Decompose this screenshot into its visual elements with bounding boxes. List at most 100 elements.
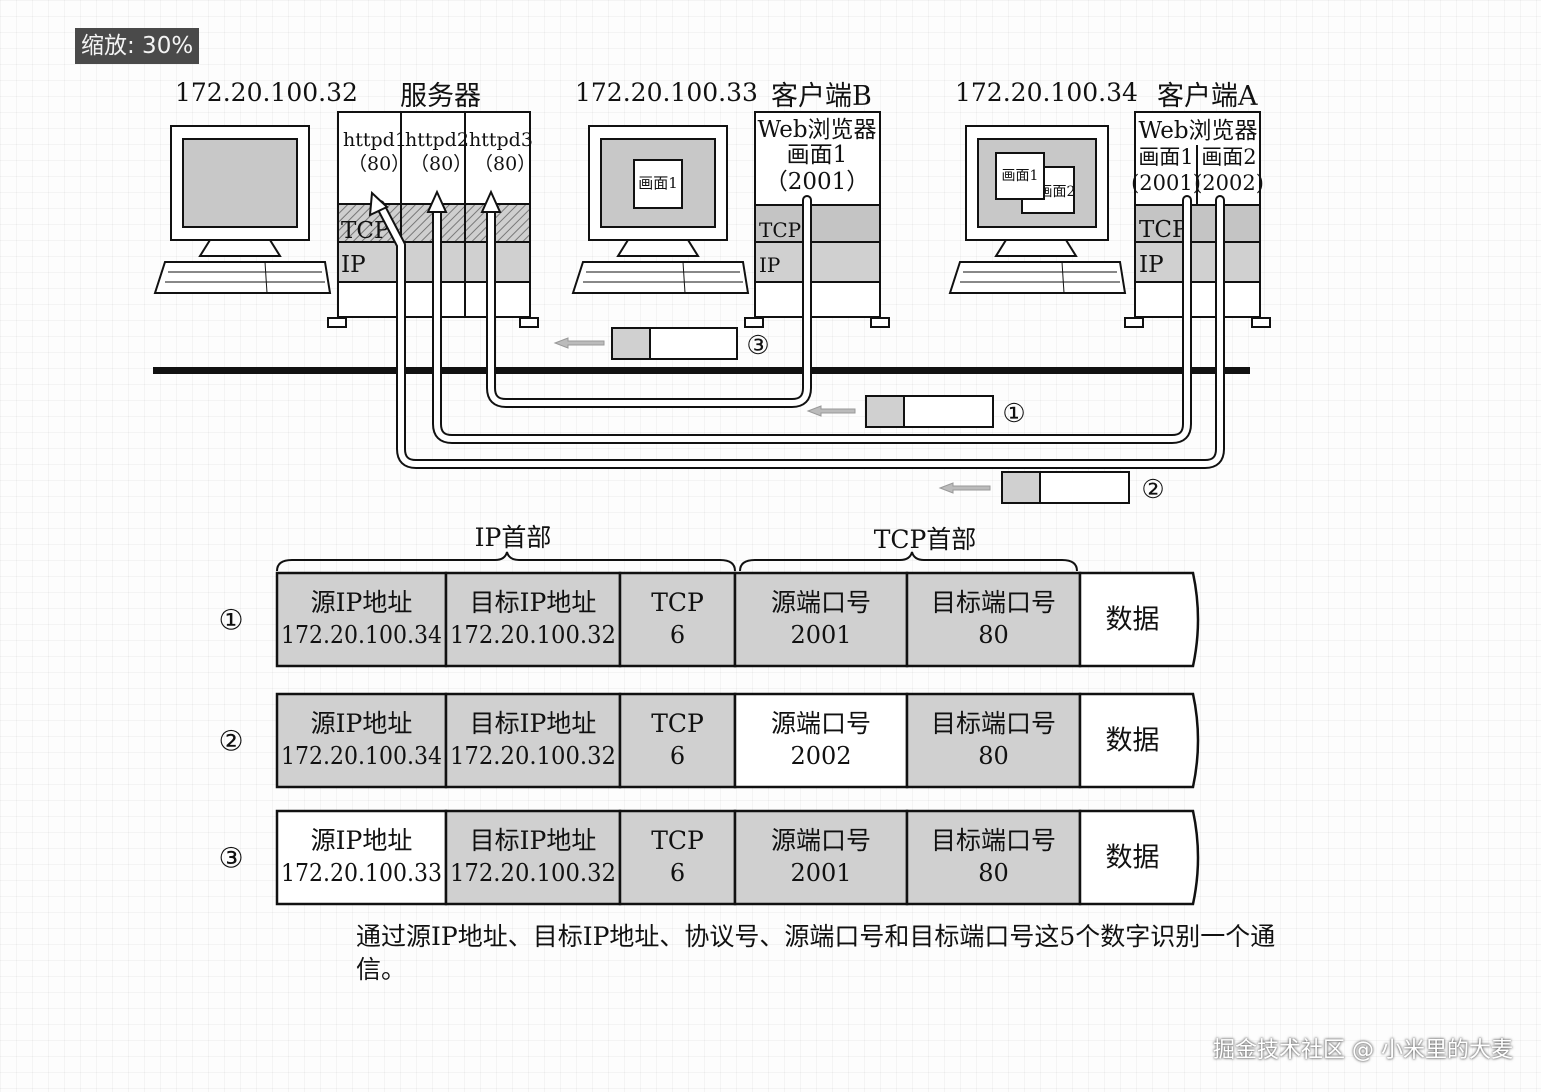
packet-1-icon: ① — [806, 395, 1026, 429]
packet-cell-label: 数据 — [1106, 605, 1160, 636]
packet-1-mark: ① — [1002, 399, 1025, 429]
packet-cell: 目标IP地址 172.20.100.32 — [444, 571, 622, 668]
ip-header-bracket — [276, 551, 736, 572]
packet-cell-label: 目标IP地址 — [470, 588, 597, 617]
zoom-level-badge: 缩放: 30% — [75, 28, 200, 64]
server-process-httpd3: httpd3 — [469, 129, 533, 151]
packet-cell-value: 80 — [978, 742, 1009, 770]
packet-row-3: ③源IP地址172.20.100.33目标IP地址172.20.100.32TC… — [218, 809, 1200, 906]
watermark: 掘金技术社区 @ 小米里的大麦 — [1213, 1038, 1513, 1063]
client-b-ip-label: IP — [759, 253, 780, 277]
packet-cell-label: TCP — [651, 709, 704, 738]
packet-cell-value: 172.20.100.33 — [281, 859, 442, 887]
computer-client-b-icon: 画面1 — [571, 125, 750, 294]
packet-cell-label: TCP — [651, 588, 704, 617]
client-a-screen-2-label: 画面2 — [1201, 145, 1256, 169]
client-b-app-label: Web浏览器 — [757, 117, 876, 143]
packet-cell-value: 2002 — [790, 742, 851, 770]
connection-paths — [375, 195, 1225, 469]
packet-cell-value: 172.20.100.34 — [281, 742, 442, 770]
client-a-window-1-label: 画面1 — [1002, 168, 1039, 184]
network-bus-line — [153, 367, 1250, 374]
client-b-tcp-label: TCP — [759, 218, 801, 242]
computer-client-a-icon: 画面2 画面1 — [948, 125, 1127, 294]
ip-header-label: IP首部 — [475, 523, 552, 552]
arrow-heads — [368, 189, 502, 217]
client-a-screen-1-label: 画面1 — [1138, 145, 1193, 169]
packet-cell: 源IP地址 172.20.100.33 — [275, 809, 448, 906]
packet-cell-value: 6 — [670, 621, 685, 649]
packet-row-1: ①源IP地址172.20.100.34目标IP地址172.20.100.32TC… — [218, 571, 1200, 668]
client-b-ip-layer — [754, 241, 881, 283]
packet-cell-label: 源IP地址 — [311, 588, 413, 617]
tcp-header-label: TCP首部 — [874, 525, 977, 554]
tcp-header-bracket — [739, 551, 1078, 572]
client-b-window-label: 画面1 — [638, 174, 678, 192]
packet-cell-label: 目标端口号 — [931, 709, 1056, 738]
packet-cell: 源端口号 2001 — [733, 571, 909, 668]
packet-cell-value: 172.20.100.32 — [450, 742, 616, 770]
client-a-port-1-label: (2001) — [1131, 171, 1201, 195]
network-diagram: 画面1 画面2 画面1 TCP IP httpd1 （80） httpd2 （8… — [153, 111, 1271, 505]
packet-3-icon: ③ — [553, 327, 770, 361]
packet-row-mark: ② — [218, 725, 243, 758]
packet-cell-label: 源端口号 — [771, 826, 871, 855]
packet-cell: 源端口号 2001 — [733, 809, 909, 906]
client-a-window-1 — [995, 152, 1045, 200]
packet-cell: 源IP地址 172.20.100.34 — [275, 692, 448, 789]
header-brackets: IP首部 TCP首部 — [276, 523, 1078, 572]
server-port-httpd2: （80） — [410, 153, 472, 175]
server-port-httpd3: （80） — [474, 153, 536, 175]
packet-2-icon: ② — [938, 471, 1165, 505]
server-process-httpd1: httpd1 — [343, 129, 407, 151]
packet-cell-value: 2001 — [790, 859, 851, 887]
packet-cell: TCP 6 — [618, 692, 737, 789]
host-ip-client-b: 172.20.100.33 — [575, 78, 758, 107]
packet-row-2: ②源IP地址172.20.100.34目标IP地址172.20.100.32TC… — [218, 692, 1200, 789]
client-b-port-label: （2001） — [765, 169, 870, 195]
packet-cell-label: 源端口号 — [771, 709, 871, 738]
packet-cell: TCP 6 — [618, 571, 737, 668]
packet-cell: 数据 — [1078, 571, 1200, 668]
packet-cell-label: 目标IP地址 — [470, 709, 597, 738]
packet-cell-label: 源端口号 — [771, 588, 871, 617]
packet-cell-value: 172.20.100.32 — [450, 621, 616, 649]
packet-cell-value: 172.20.100.32 — [450, 859, 616, 887]
server-port-httpd1: （80） — [348, 153, 410, 175]
packet-cell: 目标IP地址 172.20.100.32 — [444, 692, 622, 789]
host-ip-server: 172.20.100.32 — [175, 78, 358, 107]
packet-cell-label: TCP — [651, 826, 704, 855]
packet-cell: 源端口号 2002 — [733, 692, 909, 789]
server-ip-label: IP — [341, 252, 366, 278]
computer-server-icon — [153, 125, 332, 294]
server-tcp-label: TCP — [341, 218, 389, 244]
packet-cell-value: 172.20.100.34 — [281, 621, 442, 649]
packet-cell-label: 源IP地址 — [311, 709, 413, 738]
client-a-port-2-label: (2002) — [1194, 171, 1264, 195]
client-a-ip-label: IP — [1139, 252, 1164, 278]
client-b-screen-label: 画面1 — [787, 142, 848, 168]
packet-cell: 源IP地址 172.20.100.34 — [275, 571, 448, 668]
client-b-window — [633, 159, 683, 209]
host-ip-client-a: 172.20.100.34 — [955, 78, 1138, 107]
client-a-protocol-stack: Web浏览器 画面1 (2001) 画面2 (2002) TCP IP — [1124, 111, 1271, 328]
packet-cell-label: 目标端口号 — [931, 588, 1056, 617]
packet-cell-value: 2001 — [790, 621, 851, 649]
packet-row-mark: ① — [218, 604, 243, 637]
packet-2-mark: ② — [1141, 475, 1164, 505]
diagram-caption: 通过源IP地址、目标IP地址、协议号、源端口号和目标端口号这5个数字识别一个通信… — [356, 922, 1276, 984]
client-a-window-2-label: 画面2 — [1039, 184, 1076, 200]
client-a-ip-layer — [1134, 241, 1261, 283]
packet-cell: 数据 — [1078, 809, 1200, 906]
packet-row-mark: ③ — [218, 842, 243, 875]
host-role-client-b: 客户端B — [771, 81, 872, 112]
packet-cell-label: 目标端口号 — [931, 826, 1056, 855]
packet-cell-label: 源IP地址 — [311, 826, 413, 855]
host-role-client-a: 客户端A — [1157, 81, 1258, 112]
packet-cell-value: 6 — [670, 742, 685, 770]
packet-cell-label: 数据 — [1106, 843, 1160, 874]
